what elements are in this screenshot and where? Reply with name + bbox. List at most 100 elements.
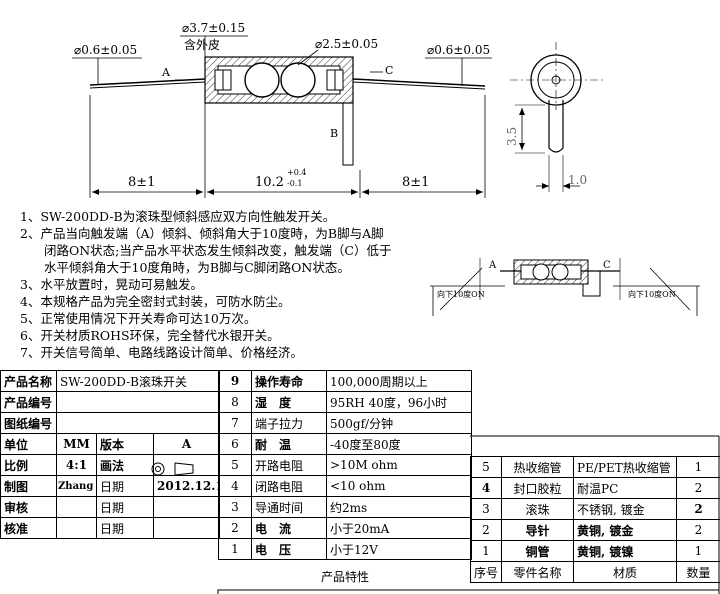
tilt-label-c: C [603, 260, 611, 271]
dim-sheath-note: 含外皮 [184, 37, 220, 52]
prop-name: 电 压 [251, 538, 327, 560]
date-label: 日期 [96, 517, 154, 539]
version-value: A [152, 433, 221, 455]
date-label: 日期 [96, 496, 154, 518]
approve-label: 核准 [0, 517, 57, 539]
note-item: 1、SW-200DD-B为滚珠型倾斜感应双方向性触发开关。 [20, 209, 336, 224]
part-qty: 1 [676, 540, 720, 562]
version-label: 版本 [96, 433, 154, 455]
prop-value: >10M ohm [326, 454, 472, 476]
note-item: 2、产品当向触发端（A）倾斜、倾斜角大于10度時，为B脚与A脚 [20, 226, 384, 241]
prop-value: <10 ohm [326, 475, 472, 497]
parts-header-no: 序号 [470, 561, 502, 583]
dim-right-length: 8±1 [402, 175, 429, 190]
drawing-no [55, 412, 221, 434]
part-no: 5 [470, 456, 502, 478]
unit-label: 单位 [0, 433, 57, 455]
parts-header-name: 零件名称 [501, 561, 574, 583]
prop-no: 5 [218, 454, 252, 476]
front-section-view [89, 56, 486, 166]
approver [56, 517, 97, 539]
part-no: 4 [470, 477, 502, 499]
prop-value: 95RH 40度，96小时 [326, 391, 472, 413]
drafter-label: 制图 [0, 475, 57, 497]
method-symbol-cell [152, 454, 221, 476]
part-no: 2 [470, 519, 502, 541]
part-material: 黄铜, 镀镍 [573, 540, 677, 562]
note-item: 7、开关信号简单、电路线路设计简单、价格经济。 [20, 345, 303, 360]
dim-body-tol-lower: -0.1 [287, 179, 302, 188]
reviewer [56, 496, 97, 518]
prop-no: 4 [218, 475, 252, 497]
drafter-name: Zhang Wenhao [56, 475, 97, 497]
parts-header-qty: 数量 [676, 561, 720, 583]
note-item: 水平倾斜角大于10度角時，为B脚与C脚闭路ON状态。 [44, 260, 350, 275]
prop-name: 耐 温 [251, 433, 327, 455]
tilt-left-note: 向下10度ON [437, 289, 485, 299]
drawing-no-label: 图纸编号 [0, 412, 57, 434]
part-qty: 2 [676, 519, 720, 541]
prop-value: -40度至80度 [326, 433, 472, 455]
part-material: PE/PET热收缩管 [573, 456, 677, 478]
dim-body-length: 10.2 [255, 175, 284, 190]
part-no: 1 [470, 540, 502, 562]
prop-no: 8 [218, 391, 252, 413]
unit-value: MM [56, 433, 97, 455]
dim-outer-dia: ⌀3.7±0.15 [182, 21, 245, 35]
dim-ball-dia: ⌀2.5±0.05 [315, 37, 378, 51]
prop-name: 湿 度 [251, 391, 327, 413]
product-no [55, 391, 221, 413]
product-name-label: 产品名称 [0, 370, 57, 392]
part-name: 滚珠 [501, 498, 574, 520]
label-b: B [330, 127, 338, 140]
scale-label: 比例 [0, 454, 57, 476]
prop-value: 100,000周期以上 [326, 370, 472, 392]
prop-name: 闭路电阻 [251, 475, 327, 497]
tilt-view [430, 258, 700, 316]
lead-b [342, 103, 354, 166]
date-label: 日期 [96, 475, 154, 497]
drafter-date: 2012.12.10 [152, 475, 221, 497]
label-a: A [161, 66, 171, 79]
note-item: 6、开关材质ROHS环保，完全替代水银开关。 [20, 328, 280, 343]
dim-body-tol-upper: +0.4 [287, 168, 306, 177]
part-name: 热收缩管 [501, 456, 574, 478]
prop-name: 操作寿命 [251, 370, 327, 392]
scale-value: 4:1 [56, 454, 97, 476]
lead-right [352, 78, 486, 87]
parts-header-material: 材质 [573, 561, 677, 583]
part-qty: 1 [676, 456, 720, 478]
ball-left [244, 62, 280, 98]
note-item: 3、水平放置时，晃动可易触发。 [20, 277, 203, 292]
method-label: 画法 [96, 454, 154, 476]
prop-value: 约2ms [326, 496, 472, 518]
dim-left-length: 8±1 [128, 175, 155, 190]
tilt-label-a: A [488, 260, 497, 271]
part-name: 导针 [501, 519, 574, 541]
part-material: 耐温PC [573, 477, 677, 499]
prop-no: 1 [218, 538, 252, 560]
approve-date [152, 517, 221, 539]
prop-value: 500gf/分钟 [326, 412, 472, 434]
note-item: 5、正常使用情况下开关寿命可达10万次。 [20, 311, 257, 326]
spec-notes: 1、SW-200DD-B为滚珠型倾斜感应双方向性触发开关。 2、产品当向触发端（… [20, 208, 490, 361]
tilt-right-note: 向下10度ON [628, 289, 676, 299]
product-no-label: 产品编号 [0, 391, 57, 413]
prop-name: 开路电阻 [251, 454, 327, 476]
label-c: C [385, 64, 393, 77]
prop-value: 小于12V [326, 538, 472, 560]
review-label: 审核 [0, 496, 57, 518]
dim-side-height: 3.5 [505, 127, 519, 146]
note-item: 闭路ON状态;当产品水平状态发生倾斜改变，触发端（C）低于 [44, 243, 392, 258]
prop-no: 3 [218, 496, 252, 518]
note-item: 4、本规格产品为完全密封式封装，可防水防尘。 [20, 294, 291, 309]
ball-right [280, 62, 316, 98]
dim-side-width: 1.0 [568, 173, 587, 187]
title-block: 产品名称 SW-200DD-B滚珠开关 产品编号 图纸编号 单位 MM 版本 A… [0, 370, 221, 539]
part-qty: 2 [676, 498, 720, 520]
side-view [510, 42, 605, 192]
prop-no: 7 [218, 412, 252, 434]
